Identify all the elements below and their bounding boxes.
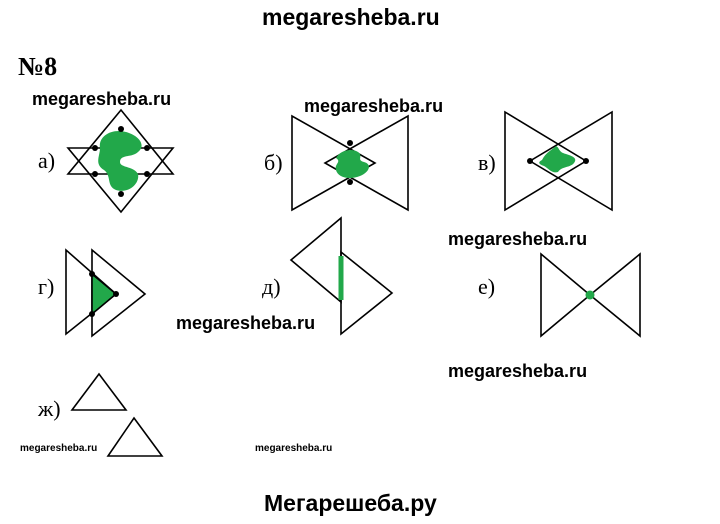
label-a: а)	[38, 148, 56, 173]
task-number: №8	[18, 52, 58, 81]
footer-brand: Мегарешеба.ру	[264, 490, 437, 516]
watermark-small: megaresheba.ru	[255, 443, 333, 454]
triangle-right	[588, 252, 641, 338]
triangle-left	[528, 110, 613, 212]
vertex-dot	[583, 158, 589, 164]
figure-zh	[70, 372, 164, 457]
label-d: д)	[262, 274, 281, 299]
triangle-left	[289, 216, 342, 304]
vertex-dot	[347, 140, 353, 146]
vertex-dot	[527, 158, 533, 164]
touch-point	[585, 290, 595, 300]
triangle-left	[540, 252, 592, 338]
watermark: megaresheba.ru	[32, 89, 172, 109]
blob-shape	[98, 130, 142, 191]
figure-g	[65, 248, 147, 338]
vertex-dot	[347, 179, 353, 185]
triangle-bottom	[106, 416, 164, 457]
label-zh: ж)	[38, 396, 61, 421]
vertex-dot	[144, 171, 150, 177]
vertex-dot	[118, 191, 124, 197]
label-b: б)	[264, 150, 283, 175]
blob-shape	[539, 146, 576, 173]
overlap-triangle	[91, 272, 118, 316]
vertex-dot	[113, 291, 119, 297]
figure-b	[291, 114, 409, 212]
site-header: megaresheba.ru	[262, 4, 440, 30]
vertex-dot	[89, 271, 95, 277]
label-e: е)	[478, 274, 496, 299]
blob-shape	[335, 150, 369, 178]
triangle-left	[323, 114, 409, 212]
vertex-dot	[89, 311, 95, 317]
triangle-right	[291, 114, 377, 212]
watermark-small: megaresheba.ru	[20, 443, 98, 454]
watermark: megaresheba.ru	[448, 229, 588, 249]
vertex-dot	[118, 126, 124, 132]
watermark: megaresheba.ru	[304, 96, 444, 116]
triangle-right	[340, 250, 394, 336]
label-v: в)	[478, 150, 496, 175]
triangle-top	[70, 372, 128, 411]
triangle-right	[504, 110, 588, 212]
figure-e	[540, 252, 641, 338]
figure-d	[289, 216, 394, 336]
figure-v	[504, 110, 613, 212]
vertex-dot	[92, 171, 98, 177]
watermark: megaresheba.ru	[176, 313, 316, 333]
watermark: megaresheba.ru	[448, 361, 588, 381]
label-g: г)	[38, 274, 55, 299]
vertex-dot	[92, 145, 98, 151]
vertex-dot	[144, 145, 150, 151]
figure-a-star	[66, 108, 175, 214]
